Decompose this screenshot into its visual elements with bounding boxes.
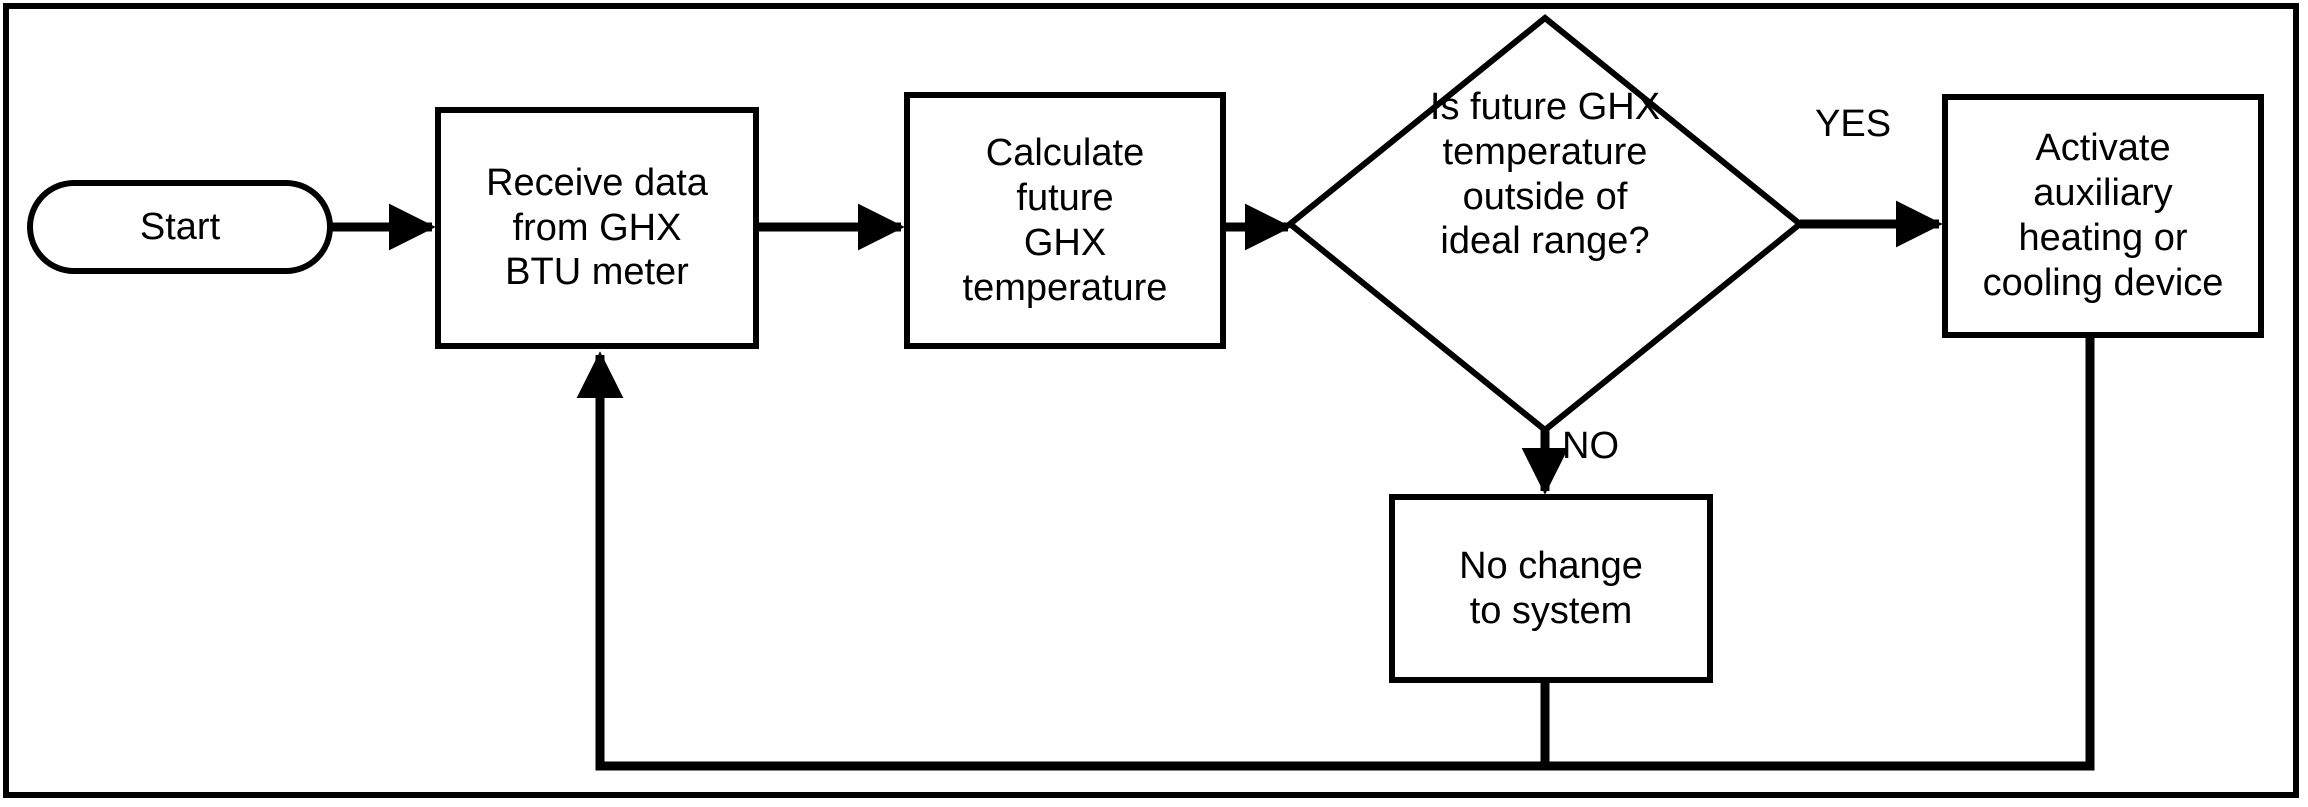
node-start-shape[interactable] (27, 180, 333, 274)
node-decision-shape[interactable] (1285, 14, 1805, 434)
edge-label-no: NO (1562, 425, 1619, 467)
edge-activate-to-receive-feedback (576, 335, 2095, 771)
node-receive-shape[interactable] (435, 107, 759, 349)
diagram-border (3, 3, 2299, 798)
node-activate-shape[interactable] (1942, 94, 2264, 338)
node-calculate-shape[interactable] (904, 92, 1226, 349)
node-nochange-shape[interactable] (1389, 494, 1713, 683)
edge-label-yes: YES (1815, 103, 1892, 145)
